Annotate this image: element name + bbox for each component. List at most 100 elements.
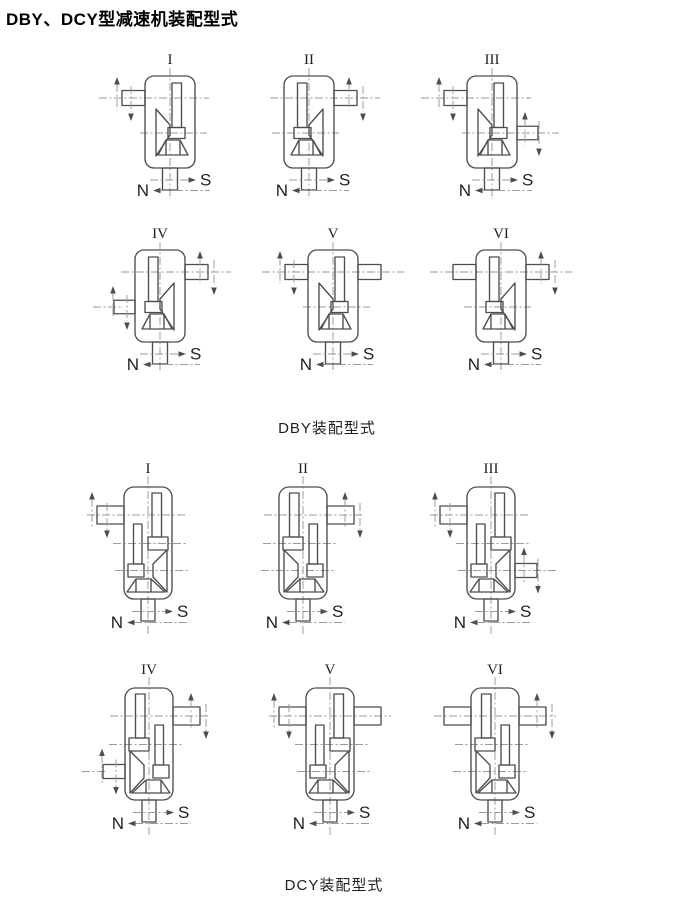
output-shaft — [487, 799, 503, 823]
bevel-pinion — [334, 750, 350, 794]
up-arrow-icon — [188, 693, 194, 701]
bevel-gear — [157, 139, 189, 156]
output-shaft — [140, 598, 156, 622]
up-arrow-icon — [534, 693, 540, 701]
bevel-pinion — [500, 282, 516, 331]
pinion-shaft — [493, 82, 505, 129]
gear-hub — [330, 300, 349, 314]
assembly-diagram-dcy-I: SNI — [87, 461, 190, 634]
s-label: S — [522, 171, 533, 190]
bevel-gear — [320, 313, 352, 330]
n-label: N — [111, 613, 123, 632]
s-label: S — [359, 803, 370, 822]
right-arrow-icon — [166, 809, 174, 816]
bevel-pinion — [477, 108, 493, 157]
top-shaft-right — [525, 263, 550, 281]
bevel-gear — [141, 313, 173, 330]
output-shaft — [483, 167, 501, 191]
left-arrow-icon — [316, 361, 324, 368]
top-shaft-right — [333, 89, 358, 107]
s-label: S — [524, 803, 535, 822]
up-arrow-icon — [89, 492, 95, 500]
second-gear-hub — [152, 764, 170, 779]
up-arrow-icon — [114, 77, 120, 85]
second-pinion-shaft — [132, 523, 143, 565]
left-arrow-icon — [128, 820, 136, 827]
bevel-gear — [285, 578, 325, 593]
right-arrow-icon — [320, 608, 328, 615]
up-arrow-icon — [436, 77, 442, 85]
up-arrow-icon — [342, 492, 348, 500]
top-shaft-right — [357, 263, 382, 281]
top-shaft-left — [284, 263, 309, 281]
right-arrow-icon — [188, 177, 196, 183]
gear-hub — [489, 126, 508, 140]
assembly-diagram-dcy-V: SNV — [269, 662, 391, 835]
down-arrow-icon — [549, 731, 555, 739]
n-label: N — [276, 181, 288, 200]
top-shaft-left — [121, 89, 146, 107]
left-arrow-icon — [282, 619, 290, 626]
bevel-pinion — [152, 549, 168, 593]
output-shaft — [492, 341, 510, 365]
up-arrow-icon — [277, 251, 283, 259]
n-label: N — [112, 814, 124, 833]
bevel-gear — [290, 139, 322, 156]
down-arrow-icon — [211, 287, 217, 295]
top-shaft-right — [326, 505, 355, 525]
second-pinion-shaft — [314, 724, 325, 766]
top-shaft-right — [172, 706, 201, 726]
bevel-pinion — [308, 108, 324, 157]
n-label: N — [454, 613, 466, 632]
s-label: S — [178, 803, 189, 822]
output-shaft — [483, 598, 499, 622]
up-arrow-icon — [522, 112, 528, 120]
pinion-shaft — [171, 82, 183, 129]
mid-shaft-left — [102, 763, 126, 780]
right-arrow-icon — [347, 809, 355, 816]
down-arrow-icon — [291, 287, 297, 295]
pinion-shaft — [488, 256, 500, 303]
first-gear-hub — [147, 536, 169, 551]
diagram-numeral: IV — [152, 226, 168, 242]
up-arrow-icon — [271, 693, 277, 701]
bevel-pinion — [159, 282, 175, 331]
down-arrow-icon — [447, 530, 453, 538]
left-arrow-icon — [474, 820, 482, 827]
s-label: S — [177, 602, 188, 621]
down-arrow-icon — [450, 113, 456, 121]
up-arrow-icon — [197, 251, 203, 259]
caption-dby: DBY装配型式 — [278, 420, 376, 437]
right-arrow-icon — [351, 351, 359, 357]
bevel-pinion — [283, 549, 299, 593]
down-arrow-icon — [360, 113, 366, 121]
top-shaft-right — [353, 706, 382, 726]
down-arrow-icon — [113, 787, 119, 795]
left-arrow-icon — [475, 187, 483, 194]
diagram-numeral: VI — [493, 226, 509, 242]
bevel-pinion — [475, 750, 491, 794]
right-arrow-icon — [178, 351, 186, 357]
n-label: N — [266, 613, 278, 632]
down-arrow-icon — [104, 530, 110, 538]
diagram-numeral: VI — [487, 662, 503, 678]
bevel-gear — [479, 139, 511, 156]
first-gear-hub — [282, 536, 304, 551]
s-label: S — [339, 171, 350, 190]
pinion-shaft — [334, 256, 346, 303]
up-arrow-icon — [432, 492, 438, 500]
top-shaft-right — [184, 263, 209, 281]
output-shaft — [324, 341, 342, 365]
s-label: S — [332, 602, 343, 621]
n-label: N — [468, 355, 480, 374]
mid-shaft-right — [514, 562, 538, 579]
top-shaft-left — [443, 89, 468, 107]
up-arrow-icon — [521, 547, 527, 555]
down-arrow-icon — [552, 287, 558, 295]
top-shaft-left — [96, 505, 125, 525]
diagram-numeral: V — [328, 226, 339, 242]
